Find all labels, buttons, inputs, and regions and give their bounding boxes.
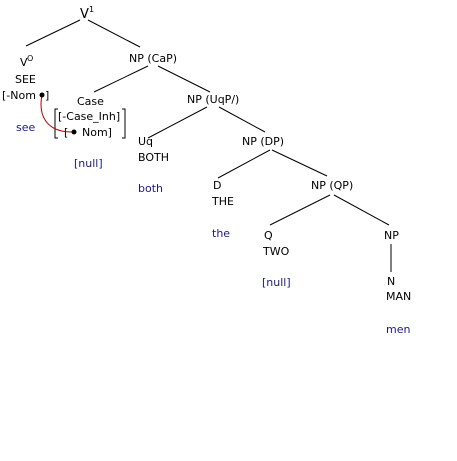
node-n-gloss: men xyxy=(386,323,410,336)
node-uq: Uq BOTH both xyxy=(138,135,169,195)
node-v0-label: V xyxy=(20,56,28,69)
case-feature-bracket-right xyxy=(122,108,126,139)
node-q-lexeme: TWO xyxy=(262,245,290,258)
node-uq-label: Uq xyxy=(138,135,153,148)
node-d: D THE the xyxy=(211,179,234,240)
node-d-gloss: the xyxy=(212,227,230,240)
node-v0-superscript: O xyxy=(27,54,33,63)
node-q: Q TWO [null] xyxy=(262,229,291,289)
agreement-arrow-curve xyxy=(40,94,73,133)
node-case-gloss: [null] xyxy=(74,157,103,170)
node-n: N MAN men xyxy=(386,275,411,336)
node-n-label: N xyxy=(387,275,395,288)
node-v1: V 1 xyxy=(80,5,94,22)
edge-np-cap-np-uqp xyxy=(157,65,211,93)
node-q-label: Q xyxy=(264,229,273,242)
node-case: Case [-Case_Inh] [ Nom] [null] xyxy=(54,95,126,170)
node-d-lexeme: THE xyxy=(211,195,234,208)
agreement-arrow xyxy=(39,92,77,135)
node-np-label: NP xyxy=(384,229,399,242)
node-np-dp-label: NP (DP) xyxy=(242,135,284,148)
node-q-gloss: [null] xyxy=(262,276,291,289)
node-v0: V O SEE [-Nom ] see xyxy=(2,54,49,134)
edge-np-dp-np-qp xyxy=(271,149,328,177)
case-feature-bracket-left xyxy=(54,108,58,139)
node-np-qp-label: NP (QP) xyxy=(311,179,353,192)
node-np-cap-label: NP (CaP) xyxy=(129,52,177,65)
node-uq-gloss: both xyxy=(138,182,163,195)
node-v0-lexeme: SEE xyxy=(15,73,36,86)
edge-np-dp-d xyxy=(217,149,271,179)
edge-np-qp-q xyxy=(269,194,331,226)
edge-np-qp-np xyxy=(333,194,390,226)
node-v0-feature-close: ] xyxy=(45,89,49,102)
node-v0-feature: [-Nom xyxy=(2,89,36,102)
edge-np-cap-case xyxy=(93,65,149,93)
node-case-feature-line2: Nom] xyxy=(82,126,112,139)
edge-np-uqp-np-dp xyxy=(218,106,266,133)
node-case-label: Case xyxy=(77,95,104,108)
edge-v1-v0 xyxy=(25,19,81,47)
node-v1-superscript: 1 xyxy=(89,5,94,14)
edge-v1-np-cap xyxy=(87,19,141,48)
edge-np-uqp-uq xyxy=(147,106,208,139)
node-case-feature-line2-open: [ xyxy=(64,126,68,139)
node-v1-label: V xyxy=(80,7,89,22)
node-n-lexeme: MAN xyxy=(386,290,411,303)
agreement-arrow-source-dot xyxy=(39,92,45,98)
node-case-feature-line1: [-Case_Inh] xyxy=(58,110,120,123)
tree-edges xyxy=(25,19,392,272)
node-d-label: D xyxy=(213,179,221,192)
agreement-arrow-target-dot xyxy=(71,129,77,135)
node-v0-gloss: see xyxy=(16,121,35,134)
node-np-uqp-label: NP (UqP/) xyxy=(187,93,239,106)
node-uq-lexeme: BOTH xyxy=(138,151,169,164)
